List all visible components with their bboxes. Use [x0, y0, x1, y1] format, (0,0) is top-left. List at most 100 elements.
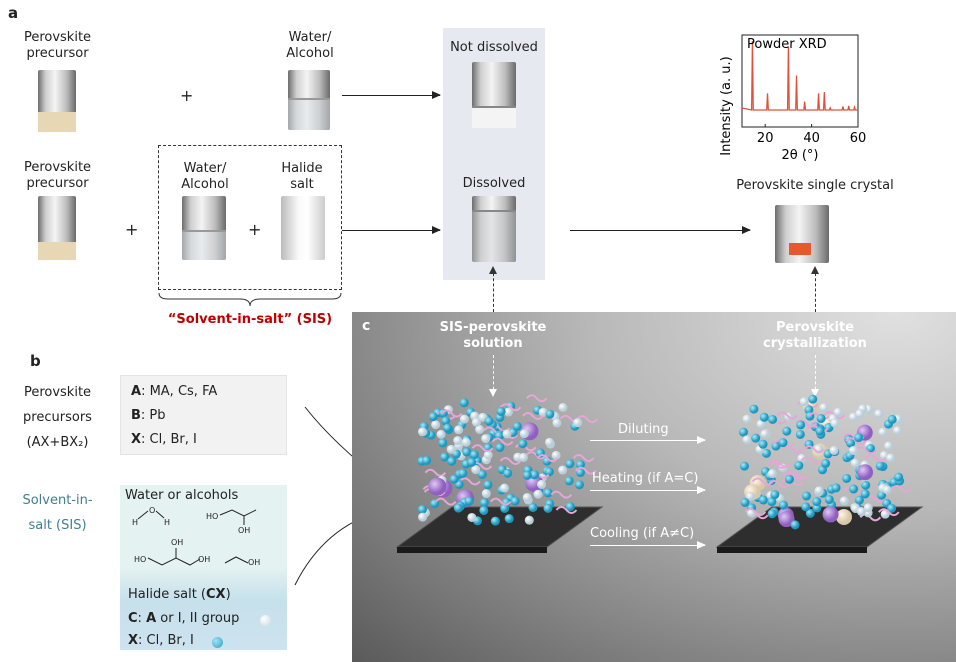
ion-sphere	[778, 438, 788, 448]
ion-sphere	[794, 461, 804, 471]
ion-sphere	[805, 508, 815, 518]
ion-sphere	[855, 409, 865, 419]
ion-sphere	[481, 489, 491, 499]
ion-sphere	[545, 409, 555, 419]
ion-sphere	[458, 468, 468, 478]
ion-sphere	[778, 511, 795, 528]
arrow-crystallization	[570, 226, 751, 234]
svg-text:HO: HO	[206, 512, 218, 521]
arrow-not-dissolved	[342, 91, 441, 99]
ion-sphere	[503, 468, 513, 478]
panel-a-label: a	[8, 4, 19, 22]
ion-sphere	[877, 490, 887, 500]
x-tick-label: 40	[803, 131, 820, 146]
ion-sphere	[483, 450, 493, 460]
ion-sphere	[758, 495, 768, 505]
ion-sphere	[742, 414, 752, 424]
ion-sphere	[742, 435, 752, 445]
ion-sphere	[477, 470, 487, 480]
ion-sphere	[543, 503, 553, 513]
sis-brace	[158, 292, 342, 307]
ion-sphere	[533, 489, 543, 499]
cx-key: CX	[206, 587, 226, 602]
ion-sphere	[512, 421, 522, 431]
ion-sphere	[417, 427, 427, 437]
plus-sign: +	[248, 220, 262, 239]
ion-sphere	[830, 418, 840, 428]
svg-text:OH: OH	[248, 558, 260, 567]
single-crystal-label: Perovskite single crystal	[736, 178, 894, 193]
ion-sphere	[500, 503, 510, 513]
ion-sphere	[849, 484, 859, 494]
ion-sphere	[440, 452, 450, 462]
ion-sphere	[447, 456, 457, 466]
water-label-bottom: Water/ Alcohol	[181, 161, 229, 192]
ion-sphere	[816, 414, 826, 424]
ion-sphere	[467, 512, 477, 522]
dashed-arrow-up-right	[811, 266, 819, 312]
svg-text:H: H	[132, 518, 138, 527]
ion-sphere	[537, 479, 547, 489]
panel-b-label: b	[30, 352, 41, 370]
solvent-chain	[878, 508, 900, 517]
solvent-chain	[768, 480, 791, 488]
solvent-chain	[435, 497, 457, 506]
ion-sphere	[821, 458, 831, 468]
ion-sphere	[790, 520, 800, 530]
ion-sphere	[819, 403, 829, 413]
c-value: or I, II group	[156, 611, 240, 626]
diluting-arrow	[590, 436, 706, 444]
ion-sphere	[462, 447, 472, 457]
ion-sphere	[475, 424, 485, 434]
ion-sphere	[558, 402, 568, 412]
x-value: : Cl, Br, I	[138, 633, 194, 648]
ion-sphere	[785, 474, 795, 484]
c-a-key: A	[146, 611, 157, 626]
sis-dashed-box	[158, 145, 342, 290]
ion-sphere	[575, 460, 585, 470]
ion-sphere	[522, 492, 532, 502]
ion-sphere	[796, 420, 806, 430]
solvent-chain	[782, 471, 805, 480]
ion-sphere	[893, 426, 903, 436]
ion-sphere	[443, 423, 453, 433]
heating-label: Heating (if A=C)	[592, 471, 699, 486]
solvent-chain	[845, 437, 867, 446]
ion-sphere	[875, 461, 885, 471]
solvent-chain	[576, 415, 598, 424]
halide-salt-close: )	[225, 587, 231, 602]
ion-sphere	[854, 495, 864, 505]
ion-sphere	[740, 498, 750, 508]
solvent-chain	[499, 403, 522, 412]
substrate-edge	[717, 547, 867, 553]
solvent-chain	[855, 446, 877, 455]
ion-sphere	[831, 483, 841, 493]
ion-sphere	[481, 434, 491, 444]
particle-cubes	[395, 394, 924, 553]
water-vial-top	[288, 70, 330, 130]
precursor-vial-top	[38, 70, 76, 132]
ion-sphere	[479, 498, 489, 508]
ion-sphere	[802, 491, 812, 501]
a-key: A	[131, 384, 142, 399]
ion-sphere	[846, 438, 856, 448]
ion-sphere	[860, 489, 870, 499]
ion-sphere	[436, 429, 446, 439]
b-value: : Pb	[140, 408, 166, 423]
a-value: : MA, Cs, FA	[141, 384, 218, 399]
ion-sphere	[464, 496, 474, 506]
ion-sphere	[894, 472, 904, 482]
ion-sphere	[797, 453, 807, 463]
ion-sphere	[575, 468, 585, 478]
ion-sphere	[558, 465, 568, 475]
ion-sphere	[543, 488, 553, 498]
ion-sphere	[528, 502, 538, 512]
ion-sphere	[530, 470, 540, 480]
substrate-edge	[397, 547, 547, 553]
ion-sphere	[887, 503, 897, 513]
ion-sphere	[815, 426, 825, 436]
ion-sphere	[768, 414, 778, 424]
ion-sphere	[551, 450, 561, 460]
